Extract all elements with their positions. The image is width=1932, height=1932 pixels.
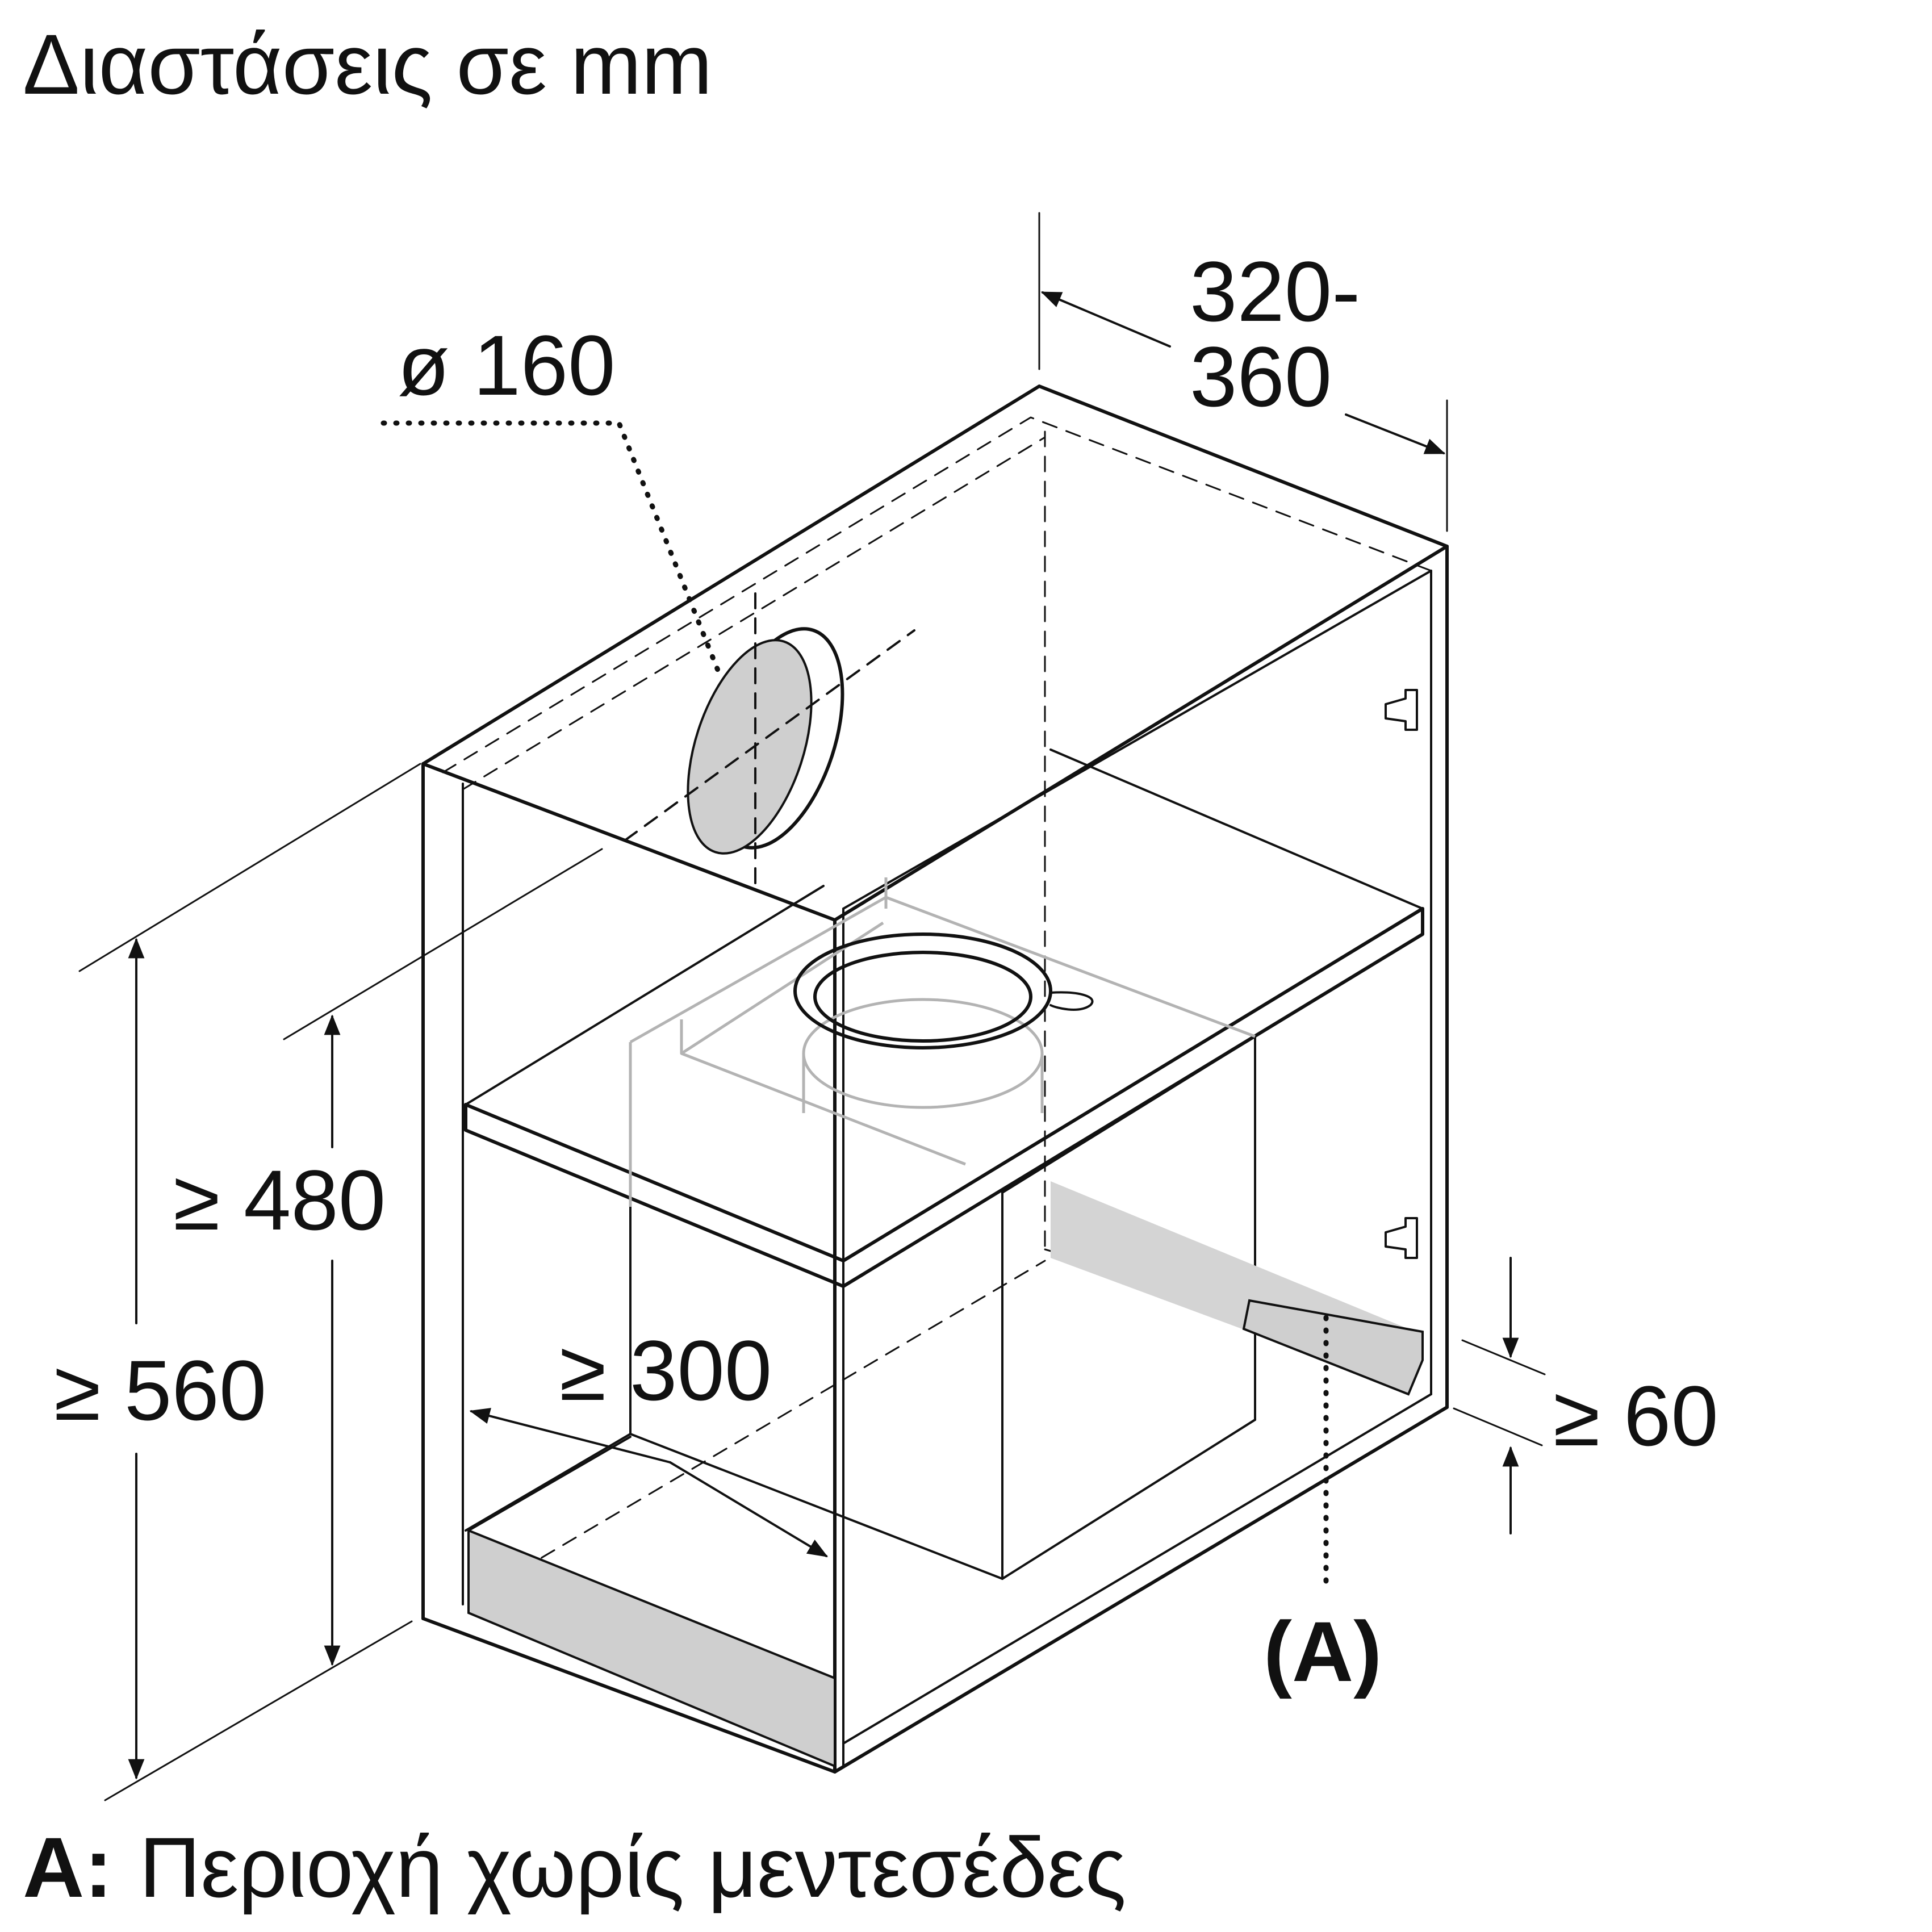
depth-label-line1: 320- <box>1190 244 1360 339</box>
legend-key: A: <box>23 1820 112 1915</box>
inner-width-label: ≥ 300 <box>559 1323 772 1418</box>
hidden-edges <box>442 416 1432 1603</box>
hinge-icons <box>1385 689 1418 1259</box>
depth-label-line2: 360 <box>1190 329 1332 424</box>
diameter-leader <box>380 420 724 681</box>
appliance-body <box>465 1035 1256 1580</box>
hinge-free-zone <box>467 1181 1424 1768</box>
depth-arrow-end <box>1345 413 1446 454</box>
legend-description: Περιοχή χωρίς μεντεσέδες <box>139 1820 1126 1915</box>
depth-arrow-start <box>1040 291 1171 348</box>
duct-diameter-label: ø 160 <box>398 317 616 413</box>
plinth-gap-label: ≥ 60 <box>1553 1368 1718 1463</box>
page-title: Διαστάσεις σε mm <box>23 16 712 112</box>
total-height-label: ≥ 560 <box>54 1343 266 1438</box>
inner-width-arrow <box>469 1408 671 1463</box>
inner-height-label: ≥ 480 <box>173 1152 386 1248</box>
upper-shelf <box>464 748 1424 1288</box>
duct-outlet <box>624 592 915 887</box>
cabinet-outline <box>421 384 1449 1774</box>
duct-collar <box>793 932 1094 1049</box>
ghost-appliance <box>629 877 1256 1207</box>
dimension-lines <box>78 212 1546 1801</box>
callout-a-marker: (A) <box>1264 1604 1382 1699</box>
